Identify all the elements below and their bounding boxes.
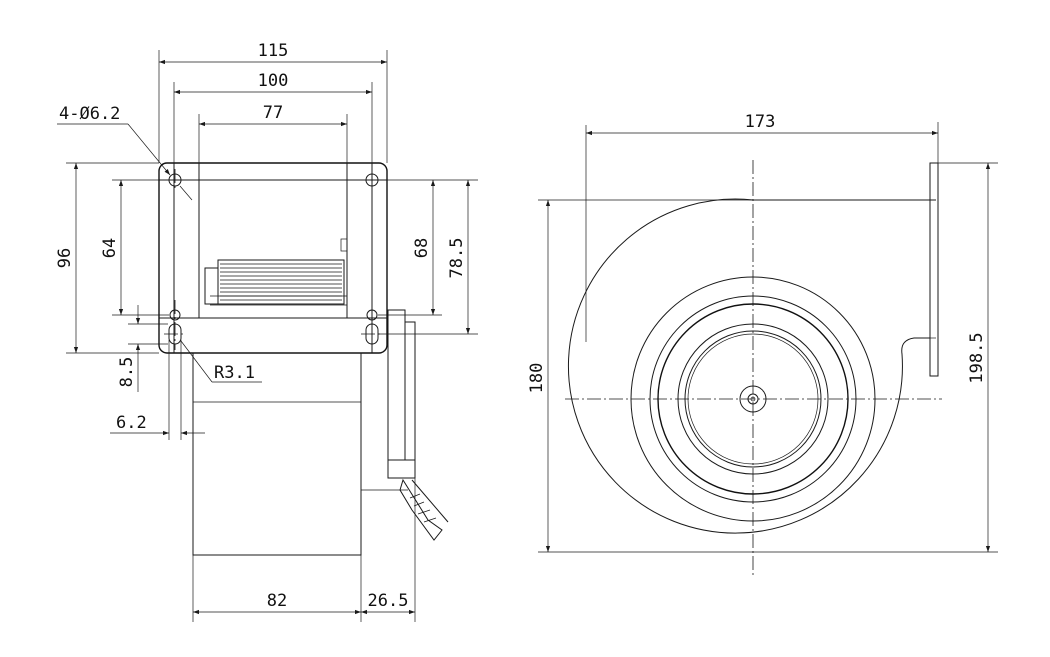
dim-78-5: 78.5 bbox=[378, 179, 478, 335]
dim-198-5-label: 198.5 bbox=[967, 332, 987, 383]
dim-77-label: 77 bbox=[263, 103, 283, 123]
dim-68-label: 68 bbox=[412, 238, 432, 258]
dim-8-5: 8.5 bbox=[117, 305, 168, 392]
dim-96: 96 bbox=[55, 162, 159, 354]
callout-holes: 4-Ø6.2 bbox=[57, 104, 193, 201]
callout-r3-1-label: R3.1 bbox=[214, 363, 255, 383]
mounting-flange bbox=[158, 162, 388, 354]
dim-82-label: 82 bbox=[267, 591, 287, 611]
callout-r3-1: R3.1 bbox=[180, 340, 262, 383]
dim-8-5-label: 8.5 bbox=[117, 357, 137, 388]
dim-173-label: 173 bbox=[745, 112, 776, 132]
dim-77: 77 bbox=[198, 103, 348, 163]
dim-82: 82 bbox=[192, 555, 362, 622]
dim-64: 64 bbox=[100, 179, 169, 316]
mounting-slot-bl bbox=[164, 300, 186, 350]
outlet-flange bbox=[929, 162, 939, 377]
callout-holes-label: 4-Ø6.2 bbox=[59, 104, 120, 124]
dim-180-label: 180 bbox=[527, 363, 547, 394]
dim-64-label: 64 bbox=[100, 238, 120, 258]
terminal-box bbox=[361, 309, 449, 541]
dim-100-label: 100 bbox=[258, 71, 289, 91]
side-view: 115 100 77 4-Ø6.2 96 bbox=[55, 41, 478, 622]
dim-6-2-label: 6.2 bbox=[116, 413, 147, 433]
dim-180: 180 bbox=[527, 199, 753, 553]
dim-26-5-label: 26.5 bbox=[368, 591, 409, 611]
dim-6-2: 6.2 bbox=[110, 340, 205, 440]
dim-78-5-label: 78.5 bbox=[447, 238, 467, 279]
dim-115: 115 bbox=[158, 41, 388, 163]
dim-26-5: 26.5 bbox=[361, 478, 416, 622]
dim-198-5: 198.5 bbox=[753, 162, 998, 553]
impeller-blades bbox=[204, 238, 348, 305]
dim-96-label: 96 bbox=[55, 248, 75, 268]
motor-housing bbox=[192, 352, 362, 556]
dim-68: 68 bbox=[378, 179, 442, 316]
front-view: 173 180 198.5 bbox=[527, 112, 998, 578]
dim-115-label: 115 bbox=[258, 41, 289, 61]
scroll-housing bbox=[567, 198, 936, 534]
dim-100: 100 bbox=[173, 71, 373, 163]
dim-173: 173 bbox=[585, 112, 939, 342]
